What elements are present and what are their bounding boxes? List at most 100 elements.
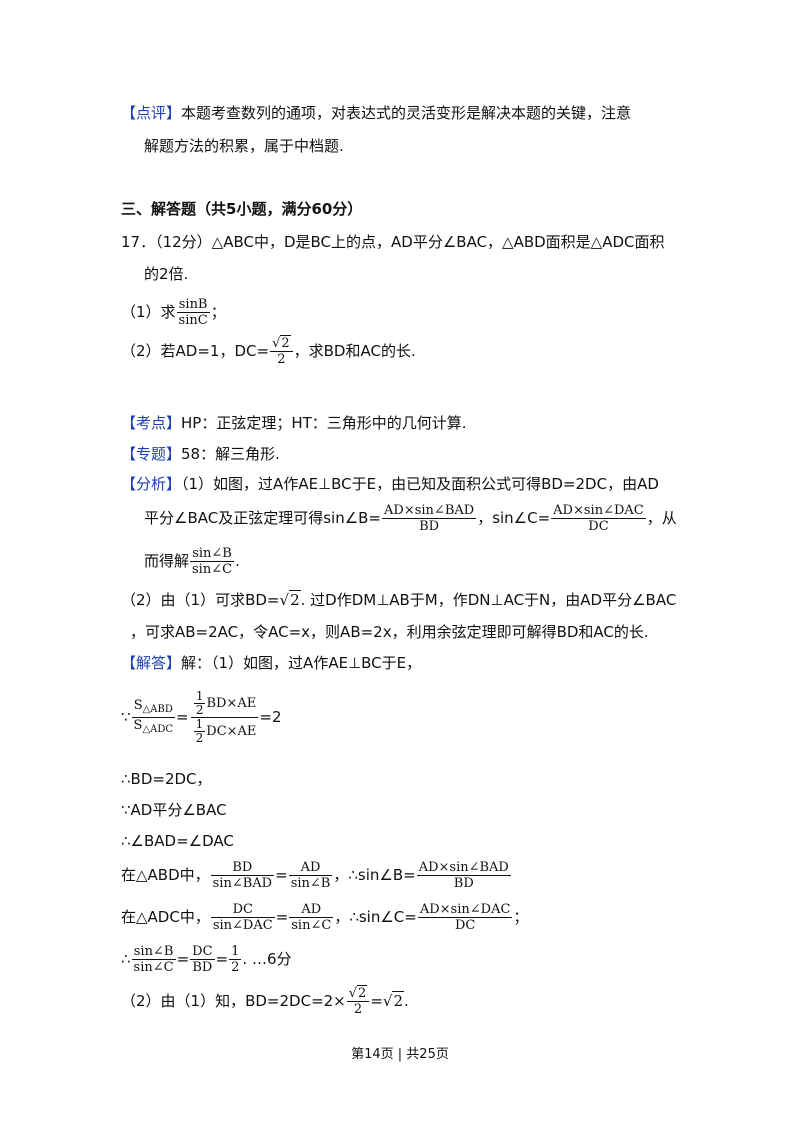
p2-den: 2 bbox=[353, 1002, 363, 1017]
comment-tag: 【点评】 bbox=[121, 104, 182, 122]
abd-mid: ，∴sin∠B= bbox=[333, 866, 416, 884]
therefore-symbol: ∴ bbox=[121, 950, 131, 968]
kaodian-text: HP：正弦定理；HT：三角形中的几何计算. bbox=[181, 414, 467, 432]
fenxi-f2-num: AD×sin∠DAC bbox=[551, 503, 646, 519]
s-abd-sub: △ABD bbox=[142, 704, 173, 715]
fenxi-2b: ，sin∠C= bbox=[477, 509, 551, 527]
comment-line-2: 解题方法的积累，属于中档题. bbox=[144, 137, 344, 155]
jieda-line-1: 【解答】解：（1）如图，过A作AE⊥BC于E， bbox=[121, 653, 421, 673]
p2-mid: = bbox=[370, 992, 383, 1010]
adc-f1-num: DC bbox=[210, 902, 275, 918]
q2-prefix: （2）若AD=1，DC= bbox=[121, 342, 270, 360]
fenxi-4-rad: 2 bbox=[289, 590, 301, 609]
adc-f3-den: DC bbox=[454, 918, 476, 933]
adc-f2-den: sin∠C bbox=[291, 918, 332, 933]
p2-end: . bbox=[404, 992, 409, 1010]
fenxi-f1-den: BD bbox=[419, 519, 440, 534]
fenxi-tag: 【分析】 bbox=[121, 475, 182, 493]
r-f3-num: 1 bbox=[229, 944, 242, 960]
s-adc-sub: △ADC bbox=[142, 724, 174, 735]
jieda-ad: ∵AD平分∠BAC bbox=[121, 801, 227, 819]
r-eq-2: = bbox=[215, 950, 229, 968]
bd-ae: BD×AE bbox=[206, 696, 257, 711]
fenxi-line-5: ，可求AB=2AC，令AC=x，则AB=2x，利用余弦定理即可解得BD和AC的长… bbox=[130, 623, 649, 641]
q1-suffix: ； bbox=[210, 303, 226, 321]
q1-prefix: （1）求 bbox=[121, 303, 176, 321]
adc-prefix: 在△ADC中， bbox=[121, 908, 210, 926]
r-f2-den: BD bbox=[192, 960, 213, 975]
fenxi-2a: 平分∠BAC及正弦定理可得sin∠B= bbox=[144, 509, 382, 527]
abd-eq: = bbox=[275, 866, 288, 884]
fenxi-f3-den: sin∠C bbox=[192, 562, 233, 577]
half-den-bottom: 2 bbox=[195, 731, 204, 745]
abd-prefix: 在△ABD中， bbox=[121, 866, 210, 884]
q1-num: sinB bbox=[176, 297, 210, 313]
problem-line-1: 17．（12分）△ABC中，D是BC上的点，AD平分∠BAC，△ABD面积是△A… bbox=[121, 233, 665, 251]
kaodian-line: 【考点】HP：正弦定理；HT：三角形中的几何计算. bbox=[121, 413, 467, 433]
sqrt-icon: √2 bbox=[348, 985, 368, 1001]
half-num-top: 1 bbox=[193, 689, 206, 704]
p2-num: √2 bbox=[346, 985, 370, 1002]
r-f3-den: 2 bbox=[231, 960, 240, 975]
r-end: . …6分 bbox=[242, 950, 292, 968]
because-symbol: ∵ bbox=[121, 708, 131, 726]
s-abd: S bbox=[133, 698, 143, 713]
fenxi-3a: 而得解 bbox=[144, 552, 190, 570]
sqrt-icon: √2 bbox=[382, 991, 405, 1010]
r-f2-num: DC bbox=[190, 944, 215, 960]
adc-f3-num: AD×sin∠DAC bbox=[417, 902, 513, 918]
adc-f2-num: AD bbox=[289, 902, 334, 918]
fenxi-4b: . 过D作DM⊥AB于M，作DN⊥AC于N，由AD平分∠BAC bbox=[300, 591, 677, 609]
eq-two: =2 bbox=[259, 708, 282, 726]
abd-f1-num: BD bbox=[210, 860, 275, 876]
q2-num: √2 bbox=[270, 335, 293, 352]
s-adc: S bbox=[133, 718, 143, 733]
sqrt-icon: √2 bbox=[272, 335, 291, 351]
kaodian-tag: 【考点】 bbox=[121, 414, 182, 432]
sqrt-icon: √2 bbox=[279, 590, 301, 609]
adc-mid: ，∴sin∠C= bbox=[334, 908, 417, 926]
p2-radicand: 2 bbox=[357, 985, 368, 1001]
area-adc: S△ADC bbox=[132, 718, 176, 737]
p2-prefix: （2）由（1）知，BD=2DC=2× bbox=[121, 992, 346, 1010]
r-f1-den: sin∠C bbox=[133, 960, 174, 975]
fenxi-f2-den: DC bbox=[588, 519, 609, 534]
q2-den: 2 bbox=[277, 352, 286, 367]
fenxi-line-4: （2）由（1）可求BD=√2. 过D作DM⊥AB于M，作DN⊥AC于N，由AD平… bbox=[121, 590, 676, 610]
half-den-top: 2 bbox=[195, 703, 204, 717]
r-f1-num: sin∠B bbox=[131, 944, 176, 960]
fenxi-f3-num: sin∠B bbox=[190, 546, 235, 562]
zhuanti-line: 【专题】58：解三角形. bbox=[121, 444, 280, 464]
fenxi-4a: （2）由（1）可求BD= bbox=[121, 591, 280, 609]
abd-f2-den: sin∠B bbox=[290, 876, 331, 891]
eq-sign: = bbox=[176, 708, 189, 726]
comment-line-1: 【点评】本题考查数列的通项，对表达式的灵活变形是解决本题的关键，注意 bbox=[121, 103, 631, 123]
jieda-tag: 【解答】 bbox=[121, 654, 182, 672]
problem-line-2: 的2倍. bbox=[144, 265, 189, 283]
fenxi-f1-num: AD×sin∠BAD bbox=[382, 503, 477, 519]
adc-eq: = bbox=[275, 908, 289, 926]
q1-den: sinC bbox=[178, 313, 208, 328]
